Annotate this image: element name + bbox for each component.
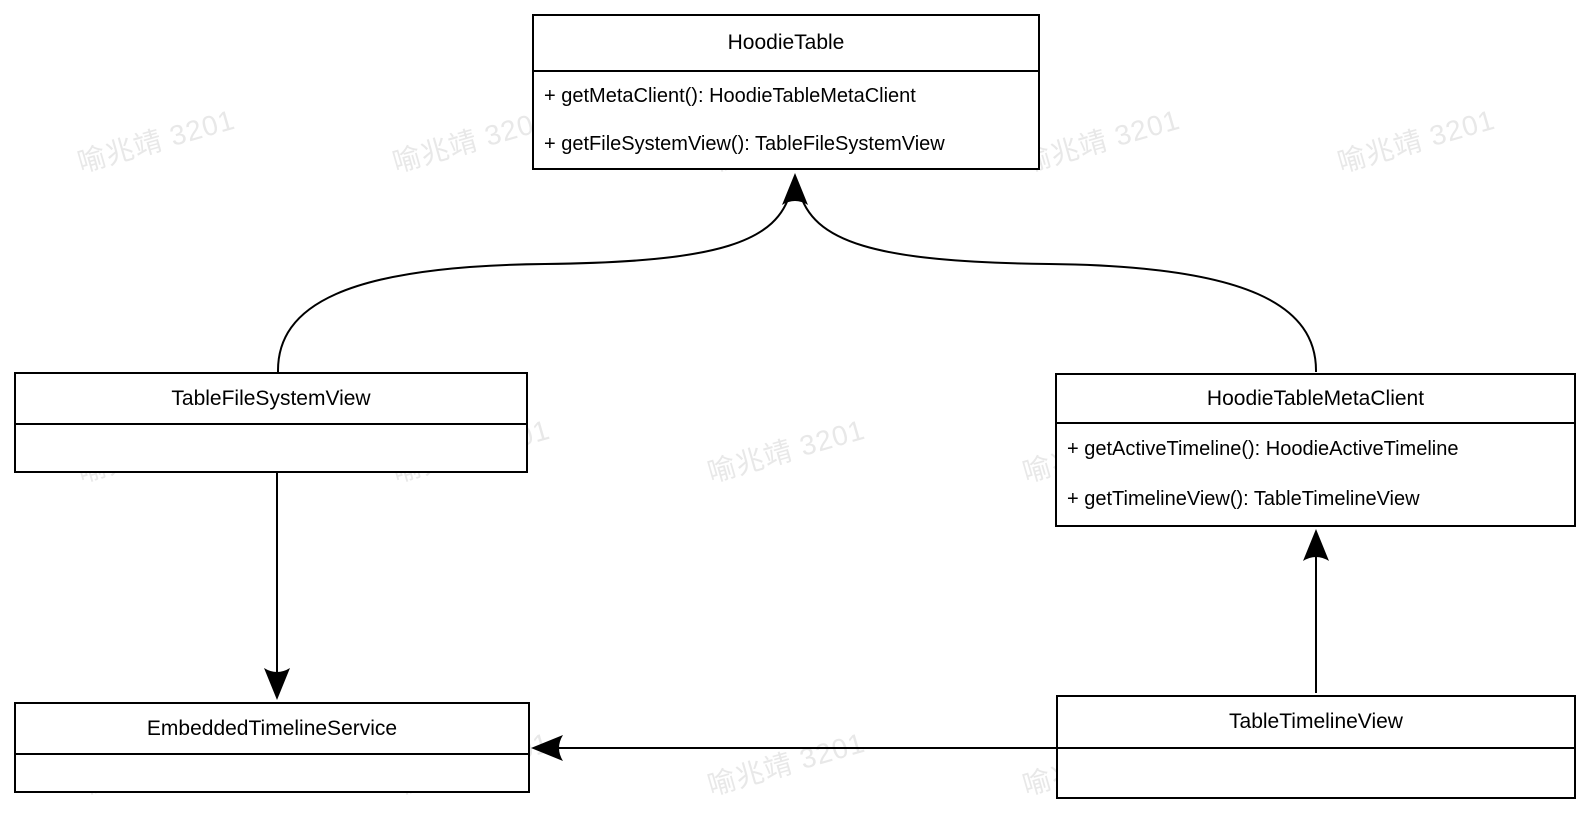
- arrow-hoodietablemetaclient-to-hoodietable: [798, 189, 1318, 373]
- class-hoodie-table: HoodieTable + getMetaClient(): HoodieTab…: [532, 14, 1040, 170]
- arrowhead-left-embeddedtimelineservice: [531, 735, 563, 761]
- class-method: + getFileSystemView(): TableFileSystemVi…: [544, 132, 945, 155]
- arrowhead-up-hoodietablemetaclient: [1303, 529, 1329, 561]
- class-title: HoodieTable: [534, 16, 1038, 72]
- class-title: TableFileSystemView: [16, 374, 526, 425]
- arrowhead-down-embeddedtimelineservice: [264, 668, 290, 700]
- class-method: + getMetaClient(): HoodieTableMetaClient: [544, 84, 916, 107]
- class-title: EmbeddedTimelineService: [16, 704, 528, 755]
- class-empty-compartment: [16, 755, 528, 791]
- class-table-file-system-view: TableFileSystemView: [14, 372, 528, 473]
- class-title: HoodieTableMetaClient: [1057, 375, 1574, 424]
- class-empty-compartment: [1058, 749, 1574, 797]
- class-methods: + getActiveTimeline(): HoodieActiveTimel…: [1057, 424, 1574, 525]
- class-empty-compartment: [16, 425, 526, 471]
- class-method: + getActiveTimeline(): HoodieActiveTimel…: [1067, 437, 1459, 460]
- class-table-timeline-view: TableTimelineView: [1056, 695, 1576, 799]
- arrowhead-up-hoodietable: [782, 173, 808, 205]
- arrow-tablefilesystemview-to-hoodietable: [276, 189, 792, 373]
- class-method: + getTimelineView(): TableTimelineView: [1067, 488, 1420, 511]
- class-hoodie-table-meta-client: HoodieTableMetaClient + getActiveTimelin…: [1055, 373, 1576, 527]
- class-title: TableTimelineView: [1058, 697, 1574, 749]
- class-embedded-timeline-service: EmbeddedTimelineService: [14, 702, 530, 793]
- class-methods: + getMetaClient(): HoodieTableMetaClient…: [534, 72, 1038, 168]
